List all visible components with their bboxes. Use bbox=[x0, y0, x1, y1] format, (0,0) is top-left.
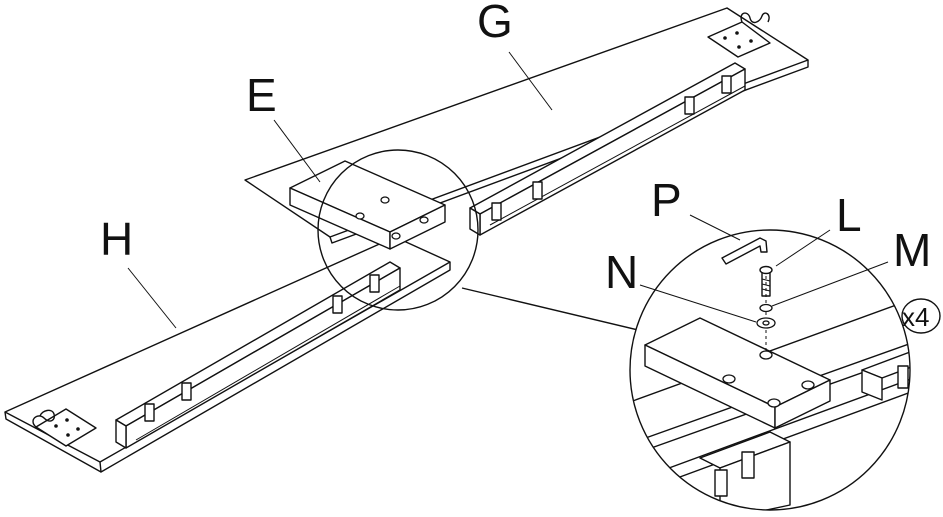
plate-e bbox=[289, 160, 446, 250]
label-e: E bbox=[246, 69, 277, 121]
bracket-3 bbox=[684, 96, 695, 115]
leader-l bbox=[775, 229, 831, 267]
leader-n bbox=[639, 284, 757, 323]
cleat-h bbox=[115, 261, 401, 449]
bracket-5 bbox=[144, 403, 155, 422]
allen-key-p bbox=[721, 237, 768, 265]
bracket-8 bbox=[369, 274, 380, 293]
leader-h bbox=[127, 267, 177, 329]
detail-view bbox=[629, 229, 911, 511]
leader-e bbox=[273, 119, 321, 183]
leader-g bbox=[508, 51, 553, 111]
bracket-1 bbox=[491, 202, 502, 221]
label-m: M bbox=[893, 224, 931, 276]
bracket-2 bbox=[532, 181, 543, 200]
bolt-l bbox=[759, 265, 773, 275]
leader-m bbox=[771, 261, 889, 307]
label-h: H bbox=[100, 213, 133, 265]
quantity-label: x4 bbox=[902, 302, 929, 332]
label-n: N bbox=[605, 246, 638, 298]
hook-icon bbox=[32, 409, 56, 428]
corner-plate-g bbox=[707, 12, 771, 58]
washer-m bbox=[759, 303, 773, 313]
detail-connector bbox=[461, 287, 639, 331]
label-l: L bbox=[836, 189, 862, 241]
bracket-4 bbox=[721, 75, 732, 94]
label-g: G bbox=[477, 0, 513, 47]
leader-p bbox=[689, 214, 741, 241]
label-p: P bbox=[651, 174, 682, 226]
corner-plate-h bbox=[32, 408, 97, 447]
quantity-badge: x4 bbox=[901, 298, 941, 334]
bracket-7 bbox=[332, 295, 343, 314]
focus-circle bbox=[317, 149, 479, 311]
bracket-6 bbox=[181, 382, 192, 401]
hook-icon bbox=[740, 12, 770, 24]
